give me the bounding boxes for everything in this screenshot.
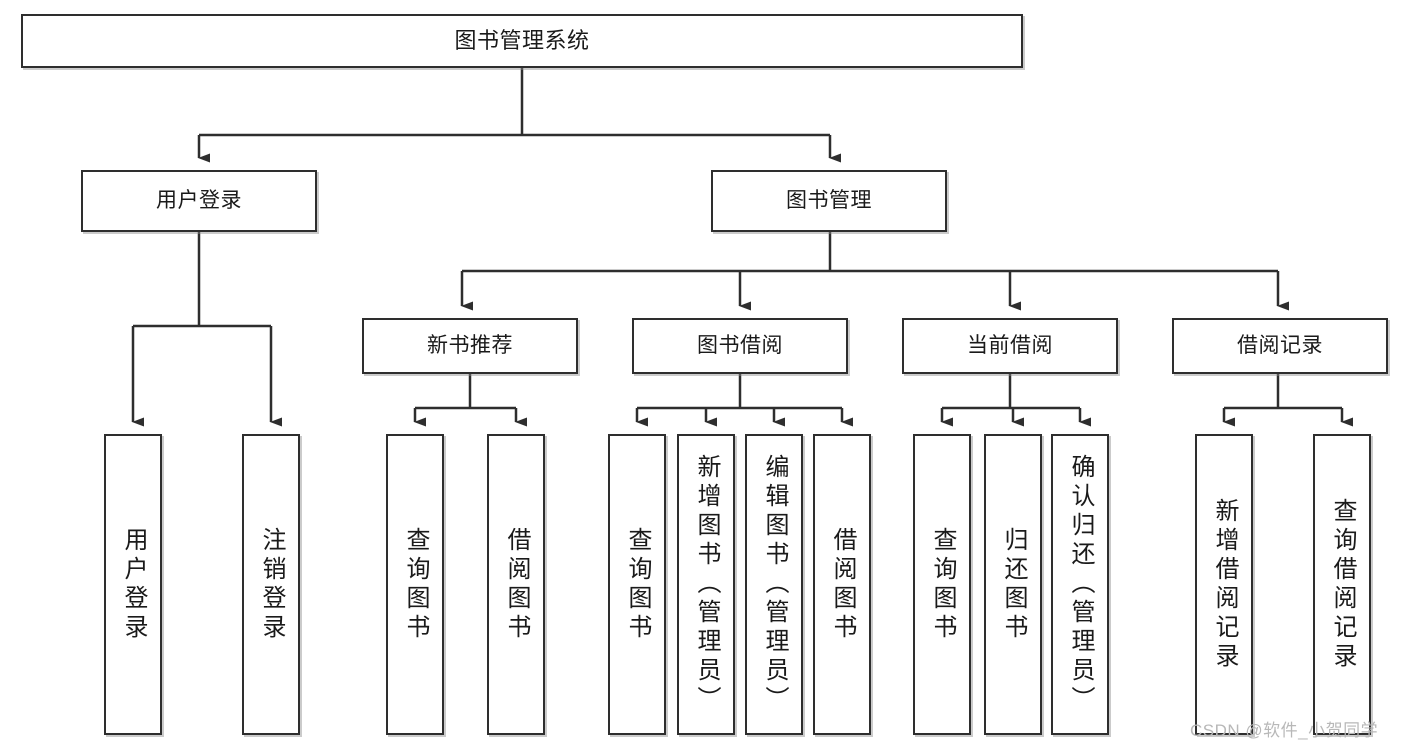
node-label: 新书推荐 <box>427 333 513 357</box>
node-book-borrow[interactable]: 图书借阅 <box>632 318 848 374</box>
node-label: 查询借阅记录 <box>1329 497 1356 672</box>
node-label: 图书管理 <box>786 188 872 212</box>
edge-root-to-level2 <box>197 68 841 163</box>
node-label: 当前借阅 <box>967 333 1053 357</box>
node-label: 借阅记录 <box>1237 333 1323 357</box>
node-leaf-edit-book[interactable]: 编辑图书（管理员） <box>745 434 803 735</box>
node-label: 归还图书 <box>1000 526 1027 643</box>
node-label: 注销登录 <box>258 526 285 643</box>
watermark: CSDN @软件_小贺同学 <box>1190 721 1379 740</box>
node-label: 图书管理系统 <box>454 28 590 54</box>
node-leaf-add-book[interactable]: 新增图书（管理员） <box>677 434 735 735</box>
node-label: 确认归还（管理员） <box>1067 454 1094 715</box>
node-label: 用户登录 <box>156 188 242 212</box>
node-label: 查询图书 <box>929 526 956 643</box>
node-user-login[interactable]: 用户登录 <box>81 170 317 232</box>
node-label: 用户登录 <box>120 526 147 643</box>
node-book-manage[interactable]: 图书管理 <box>711 170 947 232</box>
edge-bookmanage-to-level3 <box>460 232 1289 311</box>
edge-userlogin-to-leaves <box>131 232 282 427</box>
node-leaf-borrow-book-1[interactable]: 借阅图书 <box>487 434 545 735</box>
edge-borrowrecord-to-leaves <box>1222 374 1353 427</box>
edge-currentborrow-to-leaves <box>940 374 1091 427</box>
node-current-borrow[interactable]: 当前借阅 <box>902 318 1118 374</box>
node-leaf-confirm-return[interactable]: 确认归还（管理员） <box>1051 434 1109 735</box>
node-label: 查询图书 <box>624 526 651 643</box>
node-leaf-user-login[interactable]: 用户登录 <box>104 434 162 735</box>
edge-newbookrec-to-leaves <box>413 374 527 427</box>
node-label: 借阅图书 <box>829 526 856 643</box>
edge-bookborrow-to-leaves <box>635 374 853 427</box>
node-label: 图书借阅 <box>697 333 783 357</box>
node-leaf-query-book-1[interactable]: 查询图书 <box>386 434 444 735</box>
node-leaf-borrow-book-2[interactable]: 借阅图书 <box>813 434 871 735</box>
node-leaf-query-book-3[interactable]: 查询图书 <box>913 434 971 735</box>
node-leaf-add-record[interactable]: 新增借阅记录 <box>1195 434 1253 735</box>
node-label: 借阅图书 <box>503 526 530 643</box>
node-leaf-return-book[interactable]: 归还图书 <box>984 434 1042 735</box>
node-borrow-record[interactable]: 借阅记录 <box>1172 318 1388 374</box>
node-label: 新增图书（管理员） <box>693 454 720 715</box>
node-leaf-query-book-2[interactable]: 查询图书 <box>608 434 666 735</box>
node-label: 编辑图书（管理员） <box>761 454 788 715</box>
node-label: 新增借阅记录 <box>1211 497 1238 672</box>
node-leaf-user-logout[interactable]: 注销登录 <box>242 434 300 735</box>
node-leaf-query-record[interactable]: 查询借阅记录 <box>1313 434 1371 735</box>
node-label: 查询图书 <box>402 526 429 643</box>
node-new-book-rec[interactable]: 新书推荐 <box>362 318 578 374</box>
node-root[interactable]: 图书管理系统 <box>21 14 1023 68</box>
